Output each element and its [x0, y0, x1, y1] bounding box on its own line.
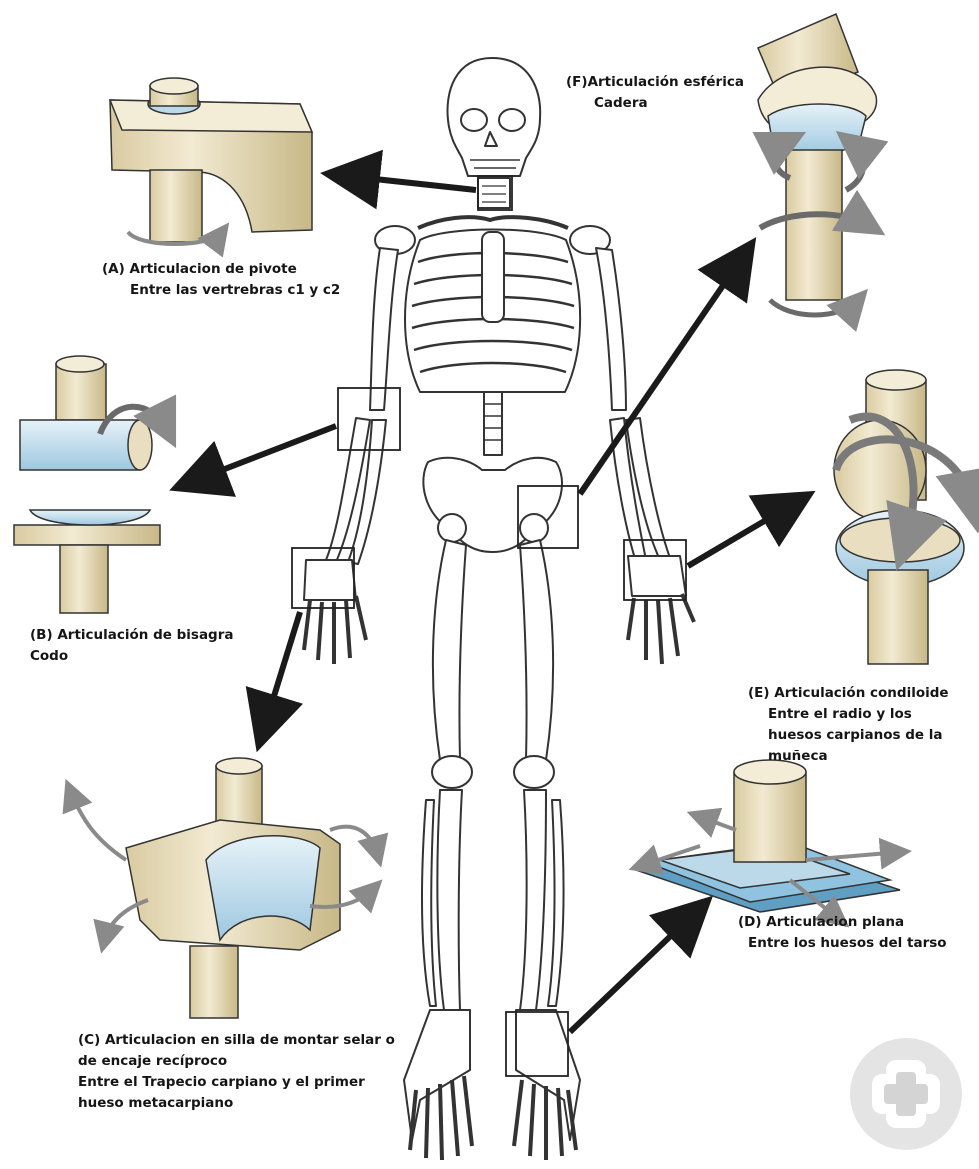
arrow-a: [338, 175, 476, 190]
joint-letter-f: (F): [566, 74, 588, 90]
joint-name-a: Articulacion de pivote: [130, 261, 297, 277]
joint-detail-f: Cadera: [566, 93, 744, 114]
plane-joint-model: [636, 760, 900, 920]
joint-letter-c: (C): [78, 1032, 100, 1048]
joint-name-e: Articulación condiloide: [774, 685, 948, 701]
joint-name-c-2: de encaje recíproco: [78, 1051, 395, 1072]
joint-letter-e: (E): [748, 685, 770, 701]
pivot-joint-model: [110, 78, 312, 244]
joint-name-c: Articulacion en silla de montar selar o: [105, 1032, 395, 1048]
joint-detail-d: Entre los huesos del tarso: [738, 933, 947, 954]
arrow-c: [262, 612, 300, 735]
joint-name-d: Articulacion plana: [766, 914, 904, 930]
medical-cross-logo-icon: [850, 1038, 962, 1150]
joint-detail-b: Codo: [30, 646, 233, 667]
joint-detail-e-2: huesos carpianos de la: [748, 725, 949, 746]
joint-detail-c: Entre el Trapecio carpiano y el primer: [78, 1072, 395, 1093]
joint-name-b: Articulación de bisagra: [57, 627, 233, 643]
joint-letter-d: (D): [738, 914, 762, 930]
label-hinge-joint: (B) Articulación de bisagra Codo: [30, 625, 233, 667]
arrow-d: [570, 908, 700, 1032]
hinge-joint-model: [14, 356, 168, 613]
skeleton: [304, 58, 694, 1160]
label-condyloid-joint: (E) Articulación condiloide Entre el rad…: [748, 683, 949, 767]
label-plane-joint: (D) Articulacion plana Entre los huesos …: [738, 912, 947, 954]
saddle-joint-model: [70, 758, 378, 1018]
joint-detail-a: Entre las vertrebras c1 y c2: [102, 280, 340, 301]
label-ball-socket-joint: (F)Articulación esférica Cadera: [566, 72, 744, 114]
joint-detail-c-2: hueso metacarpiano: [78, 1093, 395, 1114]
joint-detail-e-3: muñeca: [748, 746, 949, 767]
left-femur: [433, 540, 466, 760]
arrow-e: [688, 500, 800, 566]
arrow-b: [186, 426, 336, 484]
joint-name-f: Articulación esférica: [588, 74, 744, 90]
joint-letter-a: (A): [102, 261, 125, 277]
joint-letter-b: (B): [30, 627, 53, 643]
label-pivot-joint: (A) Articulacion de pivote Entre las ver…: [102, 259, 340, 301]
right-femur: [520, 540, 553, 760]
joint-detail-e: Entre el radio y los: [748, 704, 949, 725]
label-saddle-joint: (C) Articulacion en silla de montar sela…: [78, 1030, 395, 1114]
condyloid-joint-model: [834, 370, 974, 664]
spine: [484, 392, 502, 455]
ball-socket-joint-model: [758, 14, 877, 315]
